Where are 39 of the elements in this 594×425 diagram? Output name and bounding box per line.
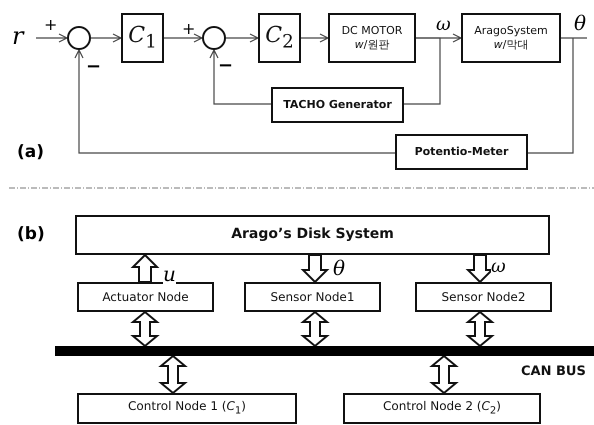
plus-sign: + <box>182 21 196 37</box>
minus-sign: − <box>218 57 234 75</box>
block-arrow <box>300 310 330 348</box>
summing-junction <box>67 26 91 50</box>
signal-line <box>527 37 588 154</box>
arrow <box>301 33 329 43</box>
panel-label: (b) <box>17 226 45 243</box>
arrow <box>226 33 259 43</box>
node-box: Sensor Node1 <box>244 282 381 312</box>
system-box: Arago’s Disk System <box>75 215 550 255</box>
controller-box: C$_{1}$ <box>121 13 164 63</box>
motor-box: DC MOTOR w/원판 <box>328 13 416 63</box>
controller-box: C$_{2}$ <box>258 13 301 63</box>
node-box: Sensor Node2 <box>415 282 552 312</box>
plant-box: AragoSystem w/막대 <box>461 13 561 63</box>
block-arrow <box>158 354 188 394</box>
edge-label: θ <box>574 13 586 33</box>
node-box: Control Node 2 (C$_{2}$) <box>343 393 541 424</box>
edge-label: θ <box>333 258 346 278</box>
signal-line <box>404 37 441 105</box>
bus-label: CAN BUS <box>521 365 586 378</box>
node-box: Control Node 1 (C$_{1}$) <box>77 393 297 424</box>
sensor-box: Potentio-Meter <box>395 134 528 170</box>
block-arrow <box>465 310 495 348</box>
summing-junction <box>202 26 226 50</box>
arrow <box>36 33 68 43</box>
block-arrow <box>300 254 330 284</box>
node-box: Actuator Node <box>77 282 214 312</box>
plus-sign: + <box>44 17 58 33</box>
minus-sign: − <box>86 58 102 76</box>
panel-label: (a) <box>17 144 44 161</box>
sensor-box: TACHO Generator <box>271 87 404 123</box>
arrow <box>164 33 203 43</box>
arrow <box>91 33 122 43</box>
block-arrow <box>429 354 459 394</box>
block-arrow <box>130 254 160 283</box>
block-arrow <box>130 310 160 348</box>
arrow <box>74 49 395 154</box>
arrow <box>209 49 271 105</box>
